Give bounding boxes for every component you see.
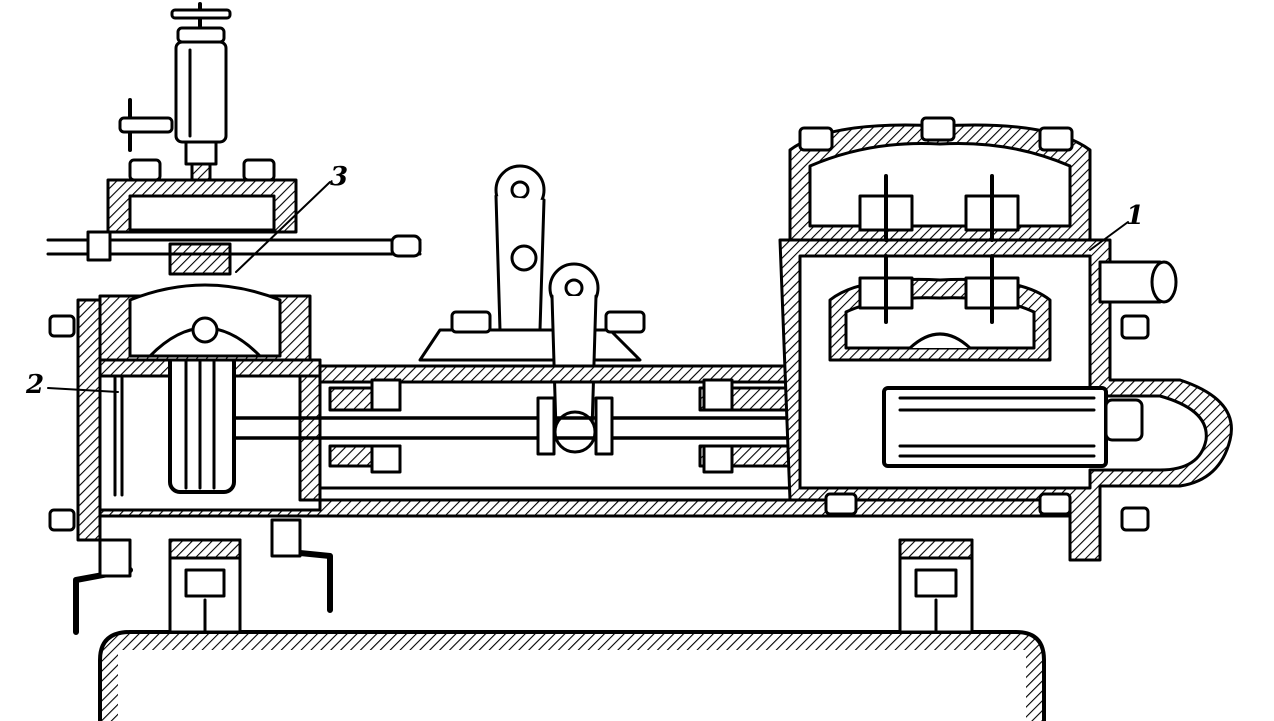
valve-gear-bracket [418, 164, 646, 454]
foundation-base [98, 630, 1046, 721]
pump-plunger [882, 386, 1144, 468]
left-support-foot [168, 538, 242, 634]
drain-pipes [73, 518, 333, 635]
callout-label-1: 1 [1126, 201, 1145, 231]
callout-label-2: 2 [26, 370, 45, 400]
discharge-nozzle [1098, 260, 1178, 304]
right-support-foot [898, 538, 974, 634]
callout-leaders [47, 181, 1129, 393]
steam-piston [168, 350, 236, 494]
pump-valves [858, 174, 1020, 324]
valve-chest [98, 178, 312, 362]
lubricator [118, 2, 232, 182]
callout-label-3: 3 [330, 162, 349, 192]
center-frame [318, 364, 792, 474]
piston-rod [232, 396, 892, 456]
valve-rod [46, 230, 422, 262]
bolts [48, 116, 1150, 532]
